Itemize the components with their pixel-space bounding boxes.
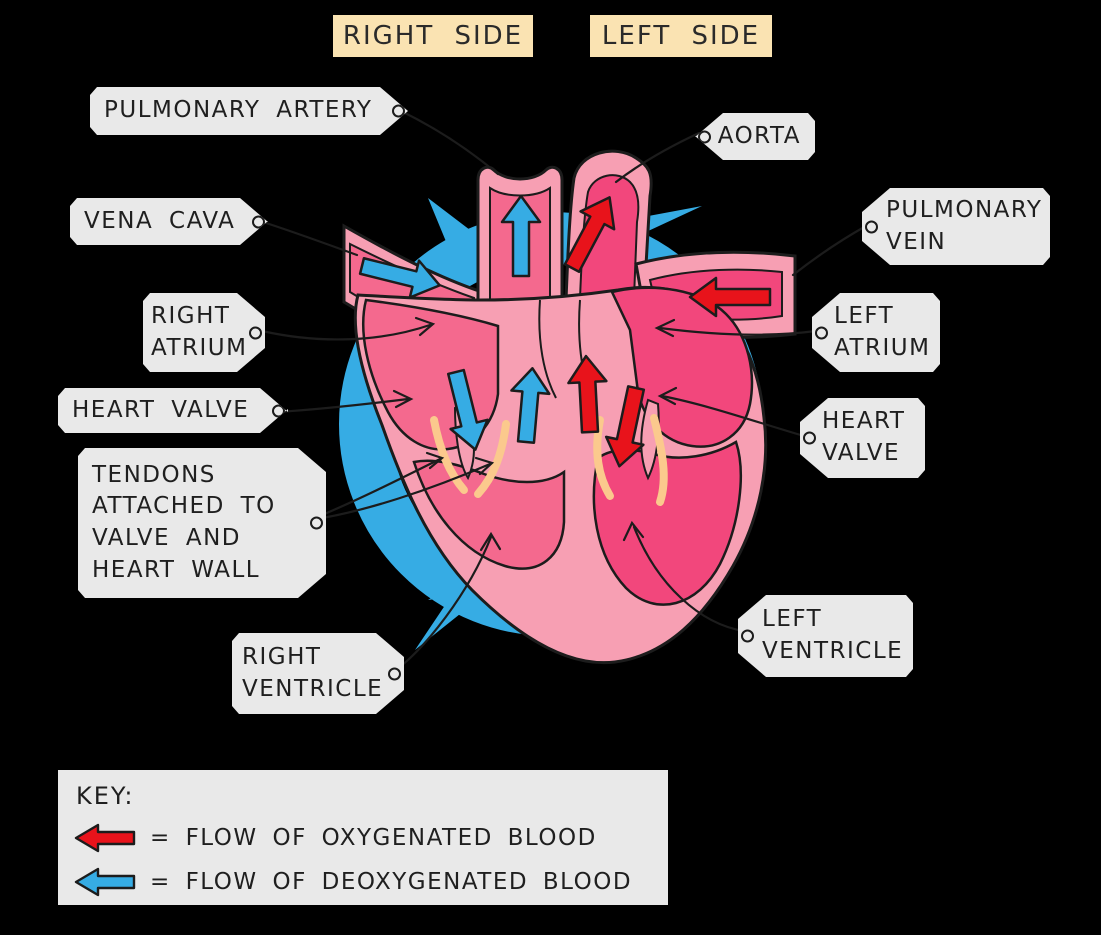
label-text: HEART VALVE <box>72 396 250 423</box>
left-side-header: LEFT SIDE <box>590 15 772 57</box>
label-heart-valve-left: HEART VALVE <box>58 388 288 433</box>
oxygenated-flow-arrow-pulmonary-vein <box>688 276 772 318</box>
label-text: VENA CAVA <box>84 207 236 234</box>
connector-dot <box>249 326 262 339</box>
key-row-deoxygenated: = FLOW OF DEOXYGENATED BLOOD <box>74 860 652 904</box>
label-aorta: AORTA <box>695 113 815 160</box>
label-pulmonary-artery: PULMONARY ARTERY <box>90 87 408 135</box>
label-text: PULMONARY VEIN <box>886 196 1043 255</box>
key-row-oxygenated: = FLOW OF OXYGENATED BLOOD <box>74 816 652 860</box>
label-left-atrium: LEFT ATRIUM <box>812 293 940 372</box>
key-deoxygenated-label: = FLOW OF DEOXYGENATED BLOOD <box>150 869 633 895</box>
deoxygenated-flow-arrow-pulmonary-artery <box>500 194 542 278</box>
connector-dot <box>741 630 754 643</box>
label-right-ventricle: RIGHT VENTRICLE <box>232 633 404 714</box>
left-side-header-label: LEFT SIDE <box>601 21 761 51</box>
key-oxygenated-label: = FLOW OF OXYGENATED BLOOD <box>150 825 597 851</box>
connector-dot <box>698 130 711 143</box>
deoxygenated-flow-arrow-into-right-ventricle <box>446 368 489 451</box>
label-left-ventricle: LEFT VENTRICLE <box>738 595 913 677</box>
label-text: TENDONS ATTACHED TO VALVE AND HEART WALL <box>92 461 276 583</box>
label-heart-valve-right: HEART VALVE <box>800 398 925 478</box>
key-box: KEY: = FLOW OF OXYGENATED BLOOD = FLOW O… <box>58 770 668 905</box>
label-text: LEFT VENTRICLE <box>762 606 904 664</box>
connector-dot <box>272 404 285 417</box>
right-side-header-label: RIGHT SIDE <box>342 21 524 51</box>
deoxygenated-flow-arrow-up-right-ventricle <box>510 367 551 444</box>
right-ventricle-chamber <box>412 459 566 570</box>
label-text: RIGHT ATRIUM <box>151 302 248 361</box>
connector-dot <box>388 667 401 680</box>
connector-dot <box>815 326 828 339</box>
oxygenated-flow-arrow-aorta <box>563 196 616 274</box>
deoxygenated-flow-arrow-vena-cava <box>358 256 441 299</box>
label-vena-cava: VENA CAVA <box>70 198 268 245</box>
label-pointer-lines <box>260 109 868 672</box>
right-side-header: RIGHT SIDE <box>333 15 533 57</box>
label-text: RIGHT VENTRICLE <box>242 643 384 702</box>
connector-dot <box>392 105 405 118</box>
connector-dot <box>252 215 265 228</box>
connector-dot <box>865 220 878 233</box>
oxygenated-flow-arrow-into-left-ventricle <box>604 385 646 468</box>
label-tendons: TENDONS ATTACHED TO VALVE AND HEART WALL <box>78 448 326 598</box>
label-text: LEFT ATRIUM <box>834 302 931 361</box>
connector-dot <box>310 517 323 530</box>
label-right-atrium: RIGHT ATRIUM <box>143 293 265 372</box>
blue-left-arrow-icon <box>74 867 136 897</box>
label-text: HEART VALVE <box>822 408 906 466</box>
label-text: PULMONARY ARTERY <box>104 97 373 124</box>
red-left-arrow-icon <box>74 823 136 853</box>
key-title: KEY: <box>76 782 135 810</box>
label-text: AORTA <box>717 122 801 149</box>
oxygenated-flow-arrow-up-left-ventricle <box>567 354 608 434</box>
connector-dot <box>803 432 816 445</box>
label-pulmonary-vein: PULMONARY VEIN <box>862 188 1050 265</box>
